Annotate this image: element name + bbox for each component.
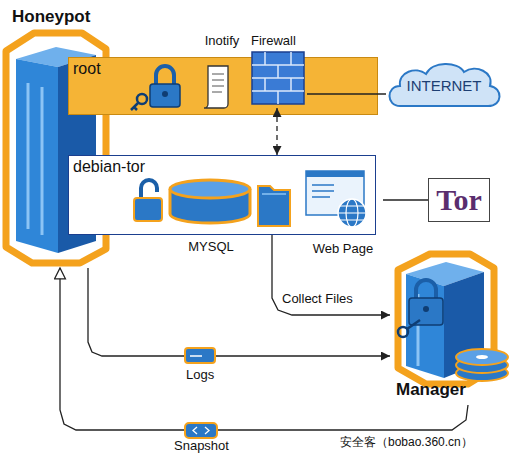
zone-band: rootInotifyFirewall — [68, 57, 378, 115]
connector-line — [307, 93, 386, 94]
node-label: root — [73, 60, 153, 78]
connector-line — [272, 235, 390, 315]
unlock-icon — [134, 180, 162, 221]
node-label: MYSQL — [167, 240, 255, 255]
node-label: Inotify — [197, 34, 247, 49]
component-icon: MYSQL — [167, 178, 255, 258]
connector-line — [383, 199, 428, 200]
logs-device-icon — [185, 348, 215, 363]
dashed-connector — [276, 108, 277, 155]
webpage-icon — [306, 171, 366, 227]
node-label: Firewall — [251, 34, 307, 49]
edge-label: Logs — [186, 368, 214, 383]
node-label: INTERNET — [386, 77, 502, 94]
component-icon: Firewall — [247, 34, 307, 108]
connector-line — [60, 268, 468, 430]
node-label: Tor — [429, 179, 489, 221]
edge-label: Snapshot — [174, 439, 229, 454]
edge-label: Collect Files — [282, 292, 353, 307]
server-node: Manager — [390, 250, 512, 405]
manager-lock-icon — [398, 280, 443, 337]
component-icon: Web Page — [303, 168, 383, 260]
zone-band: debian-torMYSQLWeb Page — [68, 155, 376, 235]
snapshot-device-icon — [185, 423, 217, 438]
node-label: debian-tor — [73, 158, 163, 176]
scroll-icon — [204, 66, 228, 108]
node-label: Manager — [396, 380, 506, 400]
logo-box: Tor — [428, 178, 490, 222]
folder-icon — [258, 186, 290, 226]
cloud-node: INTERNET — [386, 60, 502, 112]
lock-icon — [131, 66, 180, 110]
database-icon — [170, 180, 250, 223]
connector-line — [88, 268, 390, 356]
node-label: Web Page — [303, 242, 383, 257]
component-icon: Inotify — [197, 34, 247, 114]
node-label: Honeypot — [12, 7, 108, 27]
firewall-icon — [252, 52, 304, 104]
disk-stack-icon — [456, 349, 508, 381]
watermark: 安全客（bobao.360.cn） — [340, 436, 473, 450]
